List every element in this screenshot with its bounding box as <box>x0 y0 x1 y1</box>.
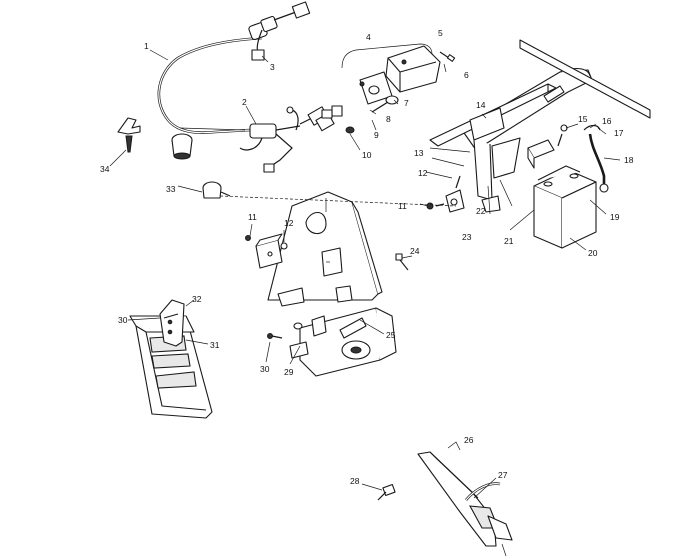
lower-mount <box>267 307 397 377</box>
callout-9: 9 <box>374 130 379 140</box>
callout-31: 31 <box>210 340 220 350</box>
callout-numbers: 1 2 3 4 5 6 7 8 9 10 11 11 12 12 13 14 1… <box>100 28 634 486</box>
callout-17: 17 <box>614 128 624 138</box>
callout-32: 32 <box>192 294 202 304</box>
callout-4: 4 <box>366 32 371 42</box>
callout-33: 33 <box>166 184 176 194</box>
callout-15: 15 <box>578 114 588 124</box>
callout-14: 14 <box>476 100 486 110</box>
callout-29: 29 <box>284 367 294 377</box>
part-28-fitting <box>377 483 396 501</box>
frame-rails <box>429 39 651 215</box>
bolt-24 <box>395 253 409 271</box>
callout-21: 21 <box>504 236 514 246</box>
callout-26: 26 <box>464 435 474 445</box>
regulator <box>245 233 288 269</box>
callout-25: 25 <box>386 330 396 340</box>
callout-7: 7 <box>404 98 409 108</box>
callout-8: 8 <box>386 114 391 124</box>
callout-12-bracket: 12 <box>418 168 428 178</box>
callout-13: 13 <box>414 148 424 158</box>
leader-lines <box>109 49 621 491</box>
part-23-bracket <box>426 175 465 213</box>
callout-18: 18 <box>624 155 634 165</box>
callout-27: 27 <box>498 470 508 480</box>
callout-22: 22 <box>476 206 486 216</box>
callout-1: 1 <box>144 41 149 51</box>
callout-34: 34 <box>100 164 110 174</box>
callout-24: 24 <box>410 246 420 256</box>
callout-11-regulator: 11 <box>248 212 257 222</box>
callout-2: 2 <box>242 97 247 107</box>
taillight-assembly <box>321 43 456 134</box>
callout-12-regulator: 12 <box>284 218 294 228</box>
side-panel <box>219 191 457 307</box>
callout-16: 16 <box>602 116 612 126</box>
callout-30-mount: 30 <box>260 364 270 374</box>
callout-19: 19 <box>610 212 620 222</box>
callout-28: 28 <box>350 476 360 486</box>
part-34-clip <box>117 117 141 153</box>
callout-11-bracket: 11 <box>398 201 407 211</box>
handlebar-assembly <box>417 441 513 557</box>
callout-6: 6 <box>464 70 469 80</box>
guard-assembly <box>127 299 213 419</box>
battery-assembly <box>509 139 597 249</box>
callout-10: 10 <box>362 150 372 160</box>
callout-20: 20 <box>588 248 598 258</box>
callout-30-guard: 30 <box>118 315 128 325</box>
callout-23: 23 <box>462 232 472 242</box>
part-33-grommet <box>171 133 231 199</box>
callout-3: 3 <box>270 62 275 72</box>
callout-5: 5 <box>438 28 443 38</box>
